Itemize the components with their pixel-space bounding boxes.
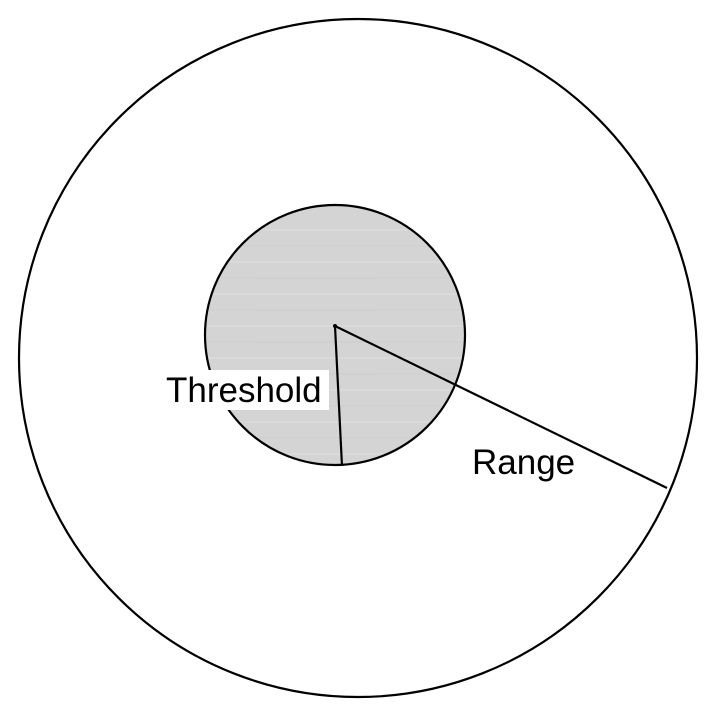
center-point: [333, 324, 337, 328]
range-circle: [17, 17, 699, 699]
threshold-label: Threshold: [166, 371, 322, 410]
range-label: Range: [472, 443, 575, 482]
range-radius-line: [334, 325, 668, 489]
threshold-label-background: [163, 370, 329, 410]
threshold-radius-line: [333, 325, 344, 467]
